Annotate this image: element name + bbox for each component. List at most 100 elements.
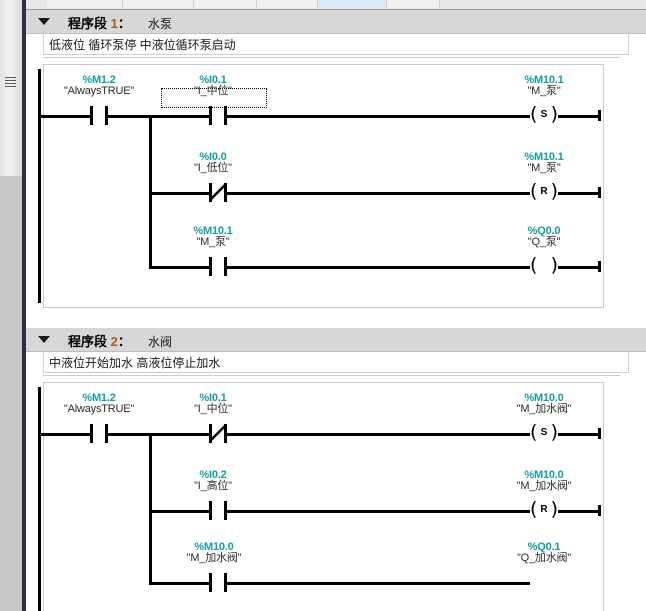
coil-m10-1-reset[interactable]: (R) xyxy=(530,180,558,202)
coil-q0-1-symbol: "Q_加水阀" xyxy=(516,552,572,564)
collapse-caret-icon[interactable] xyxy=(38,18,50,25)
coil-m10-1-set-op: S xyxy=(540,109,548,120)
contact-m1-2-symbol: "AlwaysTRUE" xyxy=(63,85,135,97)
coil-m10-0-set[interactable]: (S) xyxy=(530,421,558,443)
coil-m10-0-set-symbol: "M_加水阀" xyxy=(516,403,572,415)
editor-tab-6[interactable] xyxy=(387,0,440,8)
network-2-ladder-area[interactable]: %M1.2 "AlwaysTRUE" %I0.1 "I_中位" (S) %M10… xyxy=(38,382,604,611)
power-rail xyxy=(38,69,41,303)
coil-m10-1-reset-label: %M10.1 "M_泵" xyxy=(484,152,604,174)
editor-tab-strip[interactable] xyxy=(0,0,646,9)
network-2-header[interactable]: 程序段 2： 水阀 xyxy=(26,328,646,352)
contact-m1-2-no[interactable] xyxy=(90,106,108,125)
power-rail-2 xyxy=(38,387,41,611)
n2-rung-2-wire-right xyxy=(227,510,530,513)
n2-contact-m10-0-address: %M10.0 xyxy=(194,541,234,553)
rung-3-end-tick xyxy=(598,261,601,272)
contact-i0-0-nc[interactable] xyxy=(209,183,227,202)
nc-slash-icon xyxy=(209,425,226,442)
n2-contact-i0-2-label: %I0.2 "I_高位" xyxy=(158,470,268,492)
network-2-comment-box[interactable]: 中液位开始加水 高液位停止加水 xyxy=(43,352,629,373)
nc-slash-icon xyxy=(209,184,226,201)
network-2-colon: ： xyxy=(117,334,131,349)
rung-1-wire-mid xyxy=(108,115,212,118)
n2-rung-1-end-tick xyxy=(598,428,601,439)
n2-contact-m1-2-symbol: "AlwaysTRUE" xyxy=(63,403,135,415)
contact-i0-1-no[interactable] xyxy=(209,106,227,125)
left-rail xyxy=(0,0,23,611)
network-2-name: 水阀 xyxy=(148,335,173,349)
contact-m10-1-symbol: "M_泵" xyxy=(196,236,230,248)
rung-3-wire-left xyxy=(149,266,209,269)
n2-contact-m1-2-label: %M1.2 "AlwaysTRUE" xyxy=(39,393,159,415)
n2-contact-m10-0-label: %M10.0 "M_加水阀" xyxy=(154,542,274,564)
network-1-title-text: 程序段 xyxy=(68,16,108,31)
n2-contact-m1-2-no[interactable] xyxy=(90,424,108,443)
coil-m10-1-reset-op: R xyxy=(540,186,548,197)
editor-tab-5-selected[interactable] xyxy=(318,0,387,8)
n2-contact-i0-1-nc[interactable] xyxy=(209,424,227,443)
network-1-colon: ： xyxy=(117,16,131,31)
n2-contact-i0-1-address: %I0.1 xyxy=(199,392,227,404)
n2-contact-m10-0-no[interactable] xyxy=(209,573,227,592)
network-1-comment-box[interactable]: 低液位 循环泵停 中液位循环泵启动 xyxy=(43,34,629,55)
coil-m10-1-set[interactable]: (S) xyxy=(530,103,558,125)
network-1-ladder-area[interactable]: %M1.2 "AlwaysTRUE" %I0.1 "I_中位" (S) %M10… xyxy=(38,64,604,308)
n2-rung-3-wire-left xyxy=(149,582,209,585)
coil-m10-0-reset-symbol: "M_加水阀" xyxy=(516,480,572,492)
network-2-number: 2 xyxy=(110,334,118,349)
contact-m10-1-address: %M10.1 xyxy=(193,225,233,237)
editor-tab-1[interactable] xyxy=(47,0,123,8)
coil-m10-0-reset-label: %M10.0 "M_加水阀" xyxy=(479,470,609,492)
coil-q0-0[interactable]: () xyxy=(530,254,558,276)
coil-q0-0-symbol: "Q_泵" xyxy=(527,236,561,248)
coil-m10-0-set-address: %M10.0 xyxy=(524,392,564,404)
network-1-comment-rule xyxy=(43,57,620,58)
n2-contact-i0-2-address: %I0.2 xyxy=(199,469,227,481)
n2-contact-i0-2-symbol: "I_高位" xyxy=(194,480,232,492)
network-1-comment-text: 低液位 循环泵停 中液位循环泵启动 xyxy=(49,38,236,52)
n2-contact-m1-2-address: %M1.2 xyxy=(82,392,116,404)
collapse-caret-icon-2[interactable] xyxy=(38,336,50,343)
contact-i0-0-label: %I0.0 "I_低位" xyxy=(158,152,268,174)
network-1: 程序段 1： 水泵 低液位 循环泵停 中液位循环泵启动 xyxy=(26,10,646,55)
left-collapsed-pane[interactable] xyxy=(0,0,23,176)
network-1-title: 程序段 1： xyxy=(68,13,131,32)
splitter-grip-icon[interactable] xyxy=(5,77,16,87)
n2-contact-i0-2-no[interactable] xyxy=(209,501,227,520)
editor-tab-2[interactable] xyxy=(123,0,194,8)
n2-rung-3-wire-right xyxy=(227,582,530,585)
coil-m10-1-set-address: %M10.1 xyxy=(524,74,564,86)
coil-m10-0-reset-address: %M10.0 xyxy=(524,469,564,481)
n2-rung-2-wire-tail xyxy=(558,510,601,513)
n2-rung-2-wire-left xyxy=(149,510,209,513)
network-1-header[interactable]: 程序段 1： 水泵 xyxy=(26,10,646,34)
rung-1-end-tick xyxy=(598,110,601,121)
coil-m10-0-set-label: %M10.0 "M_加水阀" xyxy=(479,393,609,415)
branch-vertical-2 xyxy=(149,433,152,585)
rung-3-wire-tail xyxy=(558,266,601,269)
contact-m10-1-label: %M10.1 "M_泵" xyxy=(158,226,268,248)
n2-rung-1-wire-right xyxy=(227,433,530,436)
coil-m10-0-set-op: S xyxy=(540,427,548,438)
editor-tab-4[interactable] xyxy=(257,0,318,8)
coil-q0-1-label: %Q0.1 "Q_加水阀" xyxy=(479,542,609,564)
rung-1-wire-left xyxy=(38,115,90,118)
network-2-comment-rule xyxy=(43,375,620,376)
contact-m1-2-address: %M1.2 xyxy=(82,74,116,86)
contact-m10-1-no[interactable] xyxy=(209,257,227,276)
rung-1-wire-tail xyxy=(558,115,601,118)
n2-rung-1-wire-mid xyxy=(108,433,212,436)
rung-1-wire-right xyxy=(227,115,530,118)
contact-m1-2-label: %M1.2 "AlwaysTRUE" xyxy=(39,75,159,97)
n2-contact-i0-1-symbol: "I_中位" xyxy=(194,403,232,415)
coil-m10-0-reset-op: R xyxy=(540,504,548,515)
n2-rung-1-wire-tail xyxy=(558,433,601,436)
coil-m10-1-set-symbol: "M_泵" xyxy=(527,85,561,97)
contact-i0-1-label: %I0.1 "I_中位" xyxy=(158,75,268,97)
editor-tab-3[interactable] xyxy=(194,0,257,8)
network-1-number: 1 xyxy=(110,16,118,31)
coil-m10-0-reset[interactable]: (R) xyxy=(530,498,558,520)
network-2-comment-text: 中液位开始加水 高液位停止加水 xyxy=(49,356,221,370)
